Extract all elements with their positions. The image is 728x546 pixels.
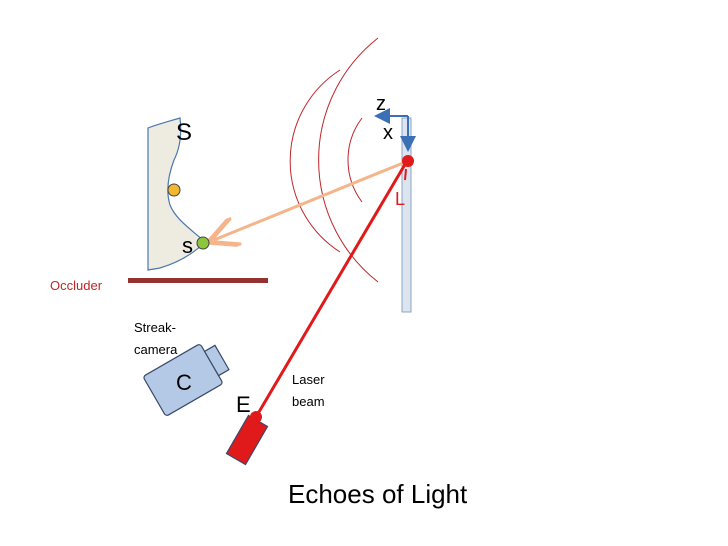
label-streak-camera-line2: camera	[134, 342, 178, 357]
scene-point-s	[196, 236, 210, 250]
occluder-bar	[128, 278, 268, 283]
wave-arc-outer	[318, 37, 379, 283]
wall-point-L	[402, 155, 414, 167]
laser-beam	[254, 160, 409, 418]
wall-point-tick	[404, 168, 407, 181]
diagram-title: Echoes of Light	[288, 479, 468, 509]
diffuse-wall	[401, 117, 412, 313]
label-axis-z: z	[376, 93, 386, 115]
streak-camera-body	[143, 344, 230, 416]
label-scene-point-s: s	[182, 233, 193, 258]
wave-arc-middle	[289, 69, 341, 253]
label-wall-point-L: L	[395, 189, 405, 209]
emitter-point-E	[250, 411, 262, 423]
reflected-ray	[214, 161, 404, 240]
wave-arc-inner	[347, 117, 363, 203]
label-emitter-E: E	[236, 392, 251, 417]
laser-emitter-body	[225, 414, 269, 466]
label-camera-C: C	[176, 370, 192, 395]
label-laser-line2: beam	[292, 394, 325, 409]
label-laser-line1: Laser	[292, 372, 325, 387]
scene-point-orange	[167, 183, 181, 197]
label-occluder: Occluder	[50, 278, 103, 293]
label-axis-x: x	[383, 122, 393, 144]
label-scene-S: S	[176, 119, 192, 146]
label-streak-camera-line1: Streak-	[134, 320, 176, 335]
